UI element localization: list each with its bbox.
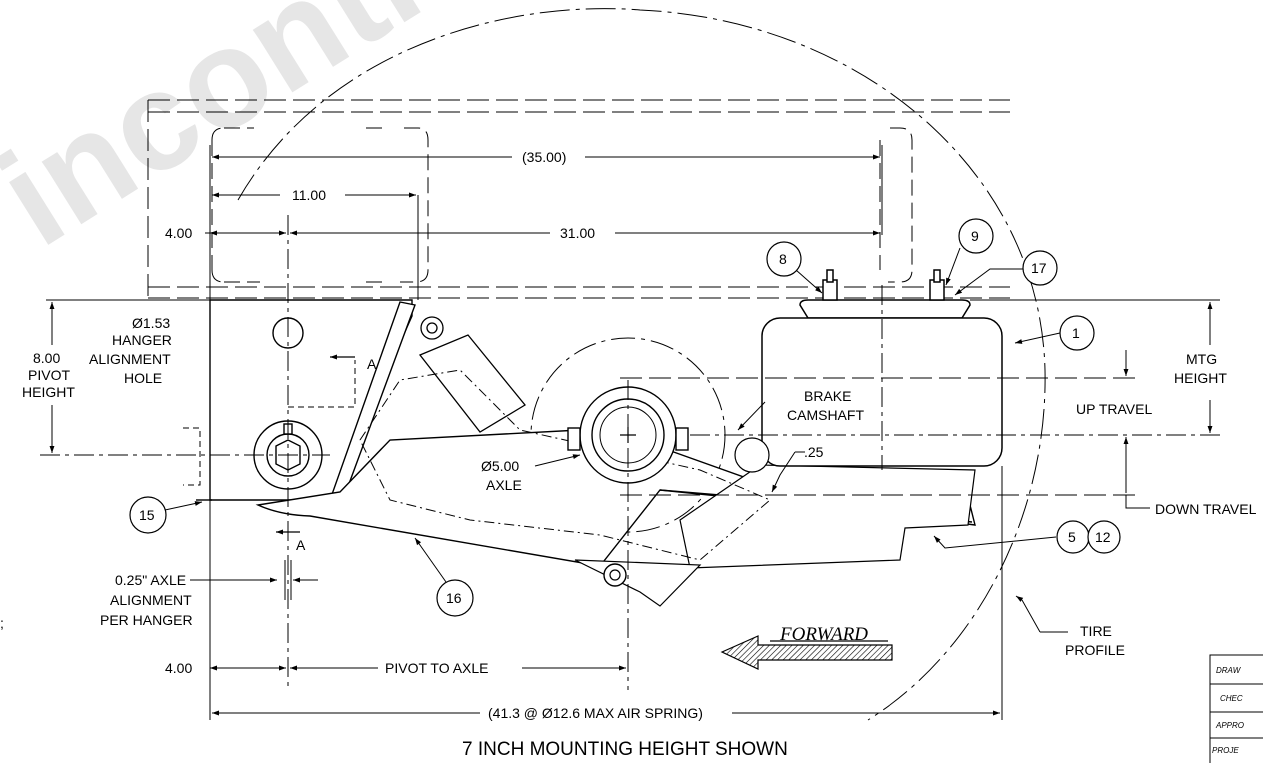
hanger-hole-label1: HANGER: [112, 332, 172, 348]
svg-text:12: 12: [1095, 529, 1111, 545]
forward-arrow: [720, 635, 893, 670]
title-block-checked: CHEC: [1220, 694, 1243, 703]
hanger-hole-label3: HOLE: [124, 370, 162, 386]
axle-dia: Ø5.00: [481, 458, 519, 474]
axle-label: AXLE: [486, 477, 522, 493]
dim-overall-span: (35.00): [522, 149, 566, 165]
svg-text:5: 5: [1068, 529, 1076, 545]
brake-label2: CAMSHAFT: [787, 407, 864, 423]
dim-pivot-to-axle: PIVOT TO AXLE: [385, 660, 489, 676]
caption: 7 INCH MOUNTING HEIGHT SHOWN: [462, 739, 788, 760]
dim-camshaft-gap: .25: [804, 444, 824, 460]
title-block-drawn: DRAW: [1216, 666, 1242, 675]
section-a-bottom: A: [296, 537, 306, 553]
spring-seat: [679, 464, 976, 569]
section-a-top: A: [367, 356, 377, 372]
dim-pivot-offset-top: 4.00: [165, 225, 192, 241]
down-travel-label: DOWN TRAVEL: [1155, 501, 1257, 517]
brake-camshaft: [734, 437, 770, 473]
dim-hanger-to-spring: 31.00: [560, 225, 595, 241]
dim-pivot-offset-bottom: 4.00: [165, 660, 192, 676]
balloon-12: 12: [1087, 520, 1121, 554]
balloon-9: 9: [958, 218, 994, 254]
tire-profile: [237, 8, 1046, 721]
align-label3: PER HANGER: [100, 612, 193, 628]
dim-hanger-to-pivot: 11.00: [292, 187, 326, 203]
svg-text:1: 1: [1072, 325, 1080, 341]
arm-bolt: [603, 563, 627, 587]
mtg-label1: MTG: [1186, 351, 1217, 367]
balloon-8: 8: [766, 241, 802, 277]
balloon-15: 15: [129, 496, 167, 534]
dim-pivot-height-label2: HEIGHT: [22, 384, 75, 400]
svg-text:9: 9: [971, 228, 979, 244]
svg-text:17: 17: [1031, 260, 1047, 276]
align-label1: 0.25" AXLE: [115, 572, 186, 588]
svg-text:15: 15: [139, 507, 155, 523]
balloon-leaders: [164, 247, 1061, 583]
arm-underside: [574, 559, 702, 607]
balloon-5: 5: [1056, 520, 1090, 554]
hanger-hole-label2: ALIGNMENT: [89, 351, 171, 367]
balloon-1: 1: [1059, 315, 1095, 351]
title-block-project: PROJE: [1212, 746, 1239, 755]
watermark: incontrol: [0, 0, 564, 275]
dim-pivot-height-value: 8.00: [33, 350, 60, 366]
dim-pivot-height-label1: PIVOT: [28, 367, 70, 383]
title-block: DRAW CHEC APPRO PROJE: [1209, 654, 1263, 763]
balloon-17: 17: [1022, 250, 1058, 286]
hanger-hole-dia: Ø1.53: [132, 315, 170, 331]
frame-rail: [147, 99, 1010, 299]
forward-label: FORWARD: [779, 624, 868, 645]
dim-lines: [40, 145, 1220, 720]
svg-text:16: 16: [446, 590, 462, 606]
hanger-dashed: [183, 360, 356, 486]
dim-max-length: (41.3 @ Ø12.6 MAX AIR SPRING): [488, 705, 703, 721]
mtg-label2: HEIGHT: [1174, 370, 1227, 386]
align-label2: ALIGNMENT: [110, 592, 192, 608]
brake-label1: BRAKE: [804, 388, 851, 404]
svg-text:8: 8: [779, 251, 787, 267]
margin-mark: ;: [0, 615, 4, 631]
tire-label2: PROFILE: [1065, 642, 1125, 658]
title-block-approved: APPRO: [1215, 721, 1244, 730]
balloon-16: 16: [436, 579, 474, 617]
brake-leader: [737, 401, 766, 431]
up-travel-label: UP TRAVEL: [1076, 401, 1152, 417]
tire-label1: TIRE: [1080, 623, 1112, 639]
frame-cutouts: [211, 127, 913, 283]
centerlines: [40, 215, 1220, 690]
shock-absorber: [418, 316, 526, 433]
